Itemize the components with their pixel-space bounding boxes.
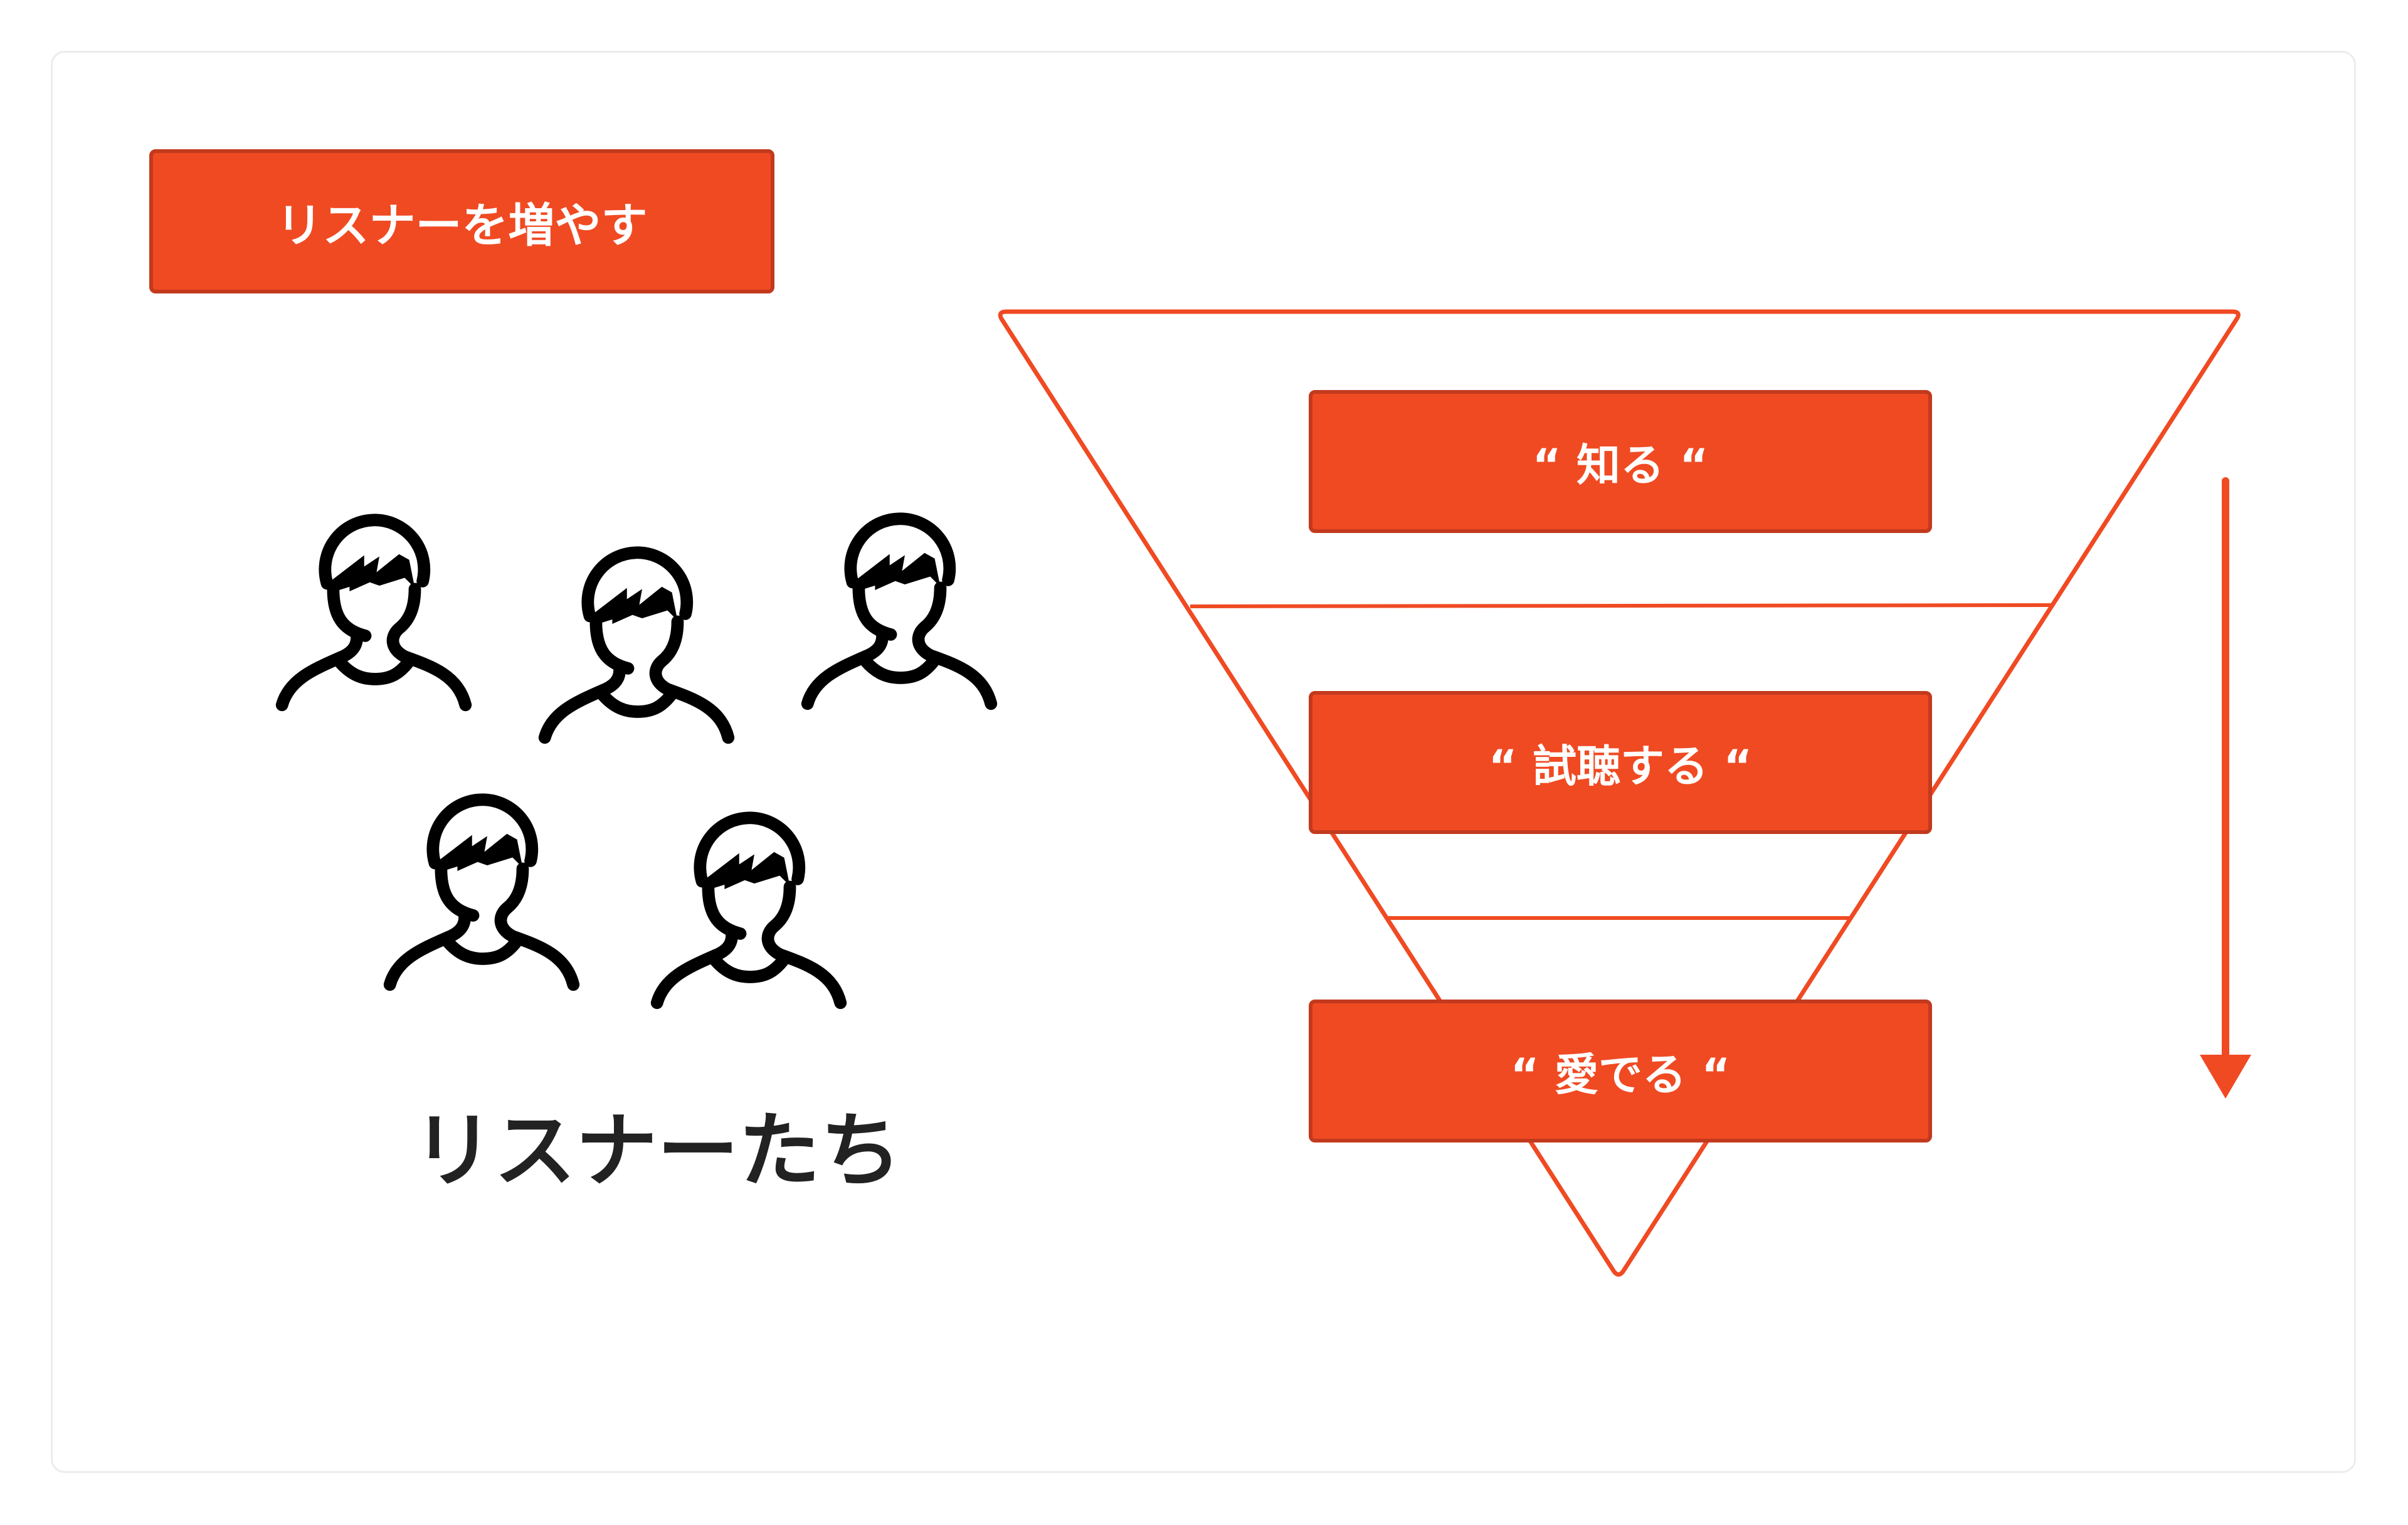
funnel-stage-listen: “ 試聴する “ <box>1309 691 1932 834</box>
stage-label: “ 知る “ <box>1532 439 1709 491</box>
funnel-divider-1 <box>1190 603 2054 608</box>
title-text: リスナーを増やす <box>276 198 648 253</box>
title-box: リスナーを増やす <box>149 149 774 293</box>
arrow-down-icon <box>2200 477 2251 1099</box>
person-icon <box>264 504 483 723</box>
funnel-stage-love: “ 愛でる “ <box>1309 1000 1932 1142</box>
stage-label: “ 試聴する “ <box>1488 740 1753 792</box>
funnel-triangle <box>998 309 2241 1277</box>
person-icon <box>527 536 746 756</box>
stage-label: “ 愛でる “ <box>1510 1048 1731 1100</box>
person-icon <box>372 783 591 1003</box>
person-icon <box>639 801 858 1021</box>
funnel-stage-know: “ 知る “ <box>1309 390 1932 533</box>
person-icon <box>789 502 1009 722</box>
listeners-label: リスナーたち <box>412 1103 902 1198</box>
